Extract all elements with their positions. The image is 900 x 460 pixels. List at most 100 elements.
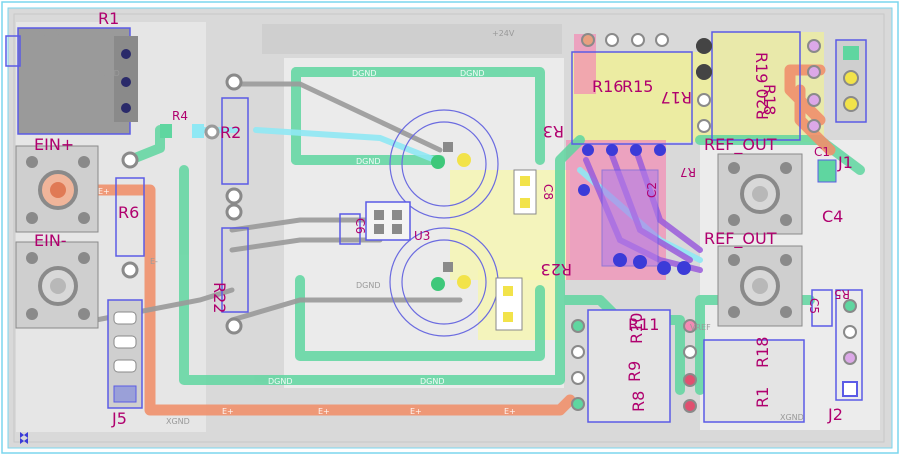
label-ref-out-bottom: REF_OUT (704, 229, 777, 249)
ic-pad-2 (633, 255, 647, 269)
r5-pin-2 (843, 325, 857, 339)
u3-body (365, 201, 411, 241)
r5-pin-3 (843, 351, 857, 365)
bb-pad-3 (571, 371, 585, 385)
label-c4: C4 (822, 207, 843, 226)
bb-pad-5 (683, 319, 697, 333)
label-j1: J1 (837, 153, 853, 172)
r4-pad-right (192, 124, 204, 138)
r1-body (17, 27, 131, 135)
r22-pin-top (225, 203, 243, 221)
c3-pad-2 (503, 312, 513, 322)
r16-r20-bank (711, 31, 801, 141)
label-c2: C2 (645, 182, 659, 198)
origin-marker (20, 432, 28, 444)
label-r19: R19 (752, 52, 771, 83)
j1-pin-3 (843, 96, 859, 112)
label-r3: R3 (543, 122, 564, 141)
net-dgnd-2: DGND (460, 69, 485, 78)
net-dgnd-5: DGND (268, 377, 293, 386)
net-eplus-3: E+ (318, 407, 330, 416)
r5-pin-1 (843, 299, 857, 313)
net-eplus-1: E+ (98, 187, 110, 196)
trj-pad-3 (697, 93, 711, 107)
cap-pad-1 (431, 155, 445, 169)
bank-pad-5 (582, 144, 594, 156)
r5-body (835, 289, 863, 401)
label-r20: R20 (753, 89, 772, 120)
r22-body (221, 227, 249, 313)
r6-body (115, 177, 145, 257)
net-xgnd-1: XGND (36, 29, 60, 38)
trj-pad-1 (696, 38, 712, 54)
bank-pad-1 (581, 33, 595, 47)
cap-pad-4 (457, 275, 471, 289)
yellow-zone-left (450, 170, 570, 280)
board-inner-frame (13, 13, 885, 443)
bottom-resistor-bank-left (587, 309, 671, 423)
bb-pad-6 (683, 345, 697, 359)
r22-pin-bottom (225, 317, 243, 335)
label-r17: R17 (661, 88, 692, 107)
label-ein-minus: EIN- (34, 231, 67, 250)
label-r4: R4 (172, 109, 188, 123)
r1-pin-1 (121, 49, 131, 59)
trj-pad-4 (697, 119, 711, 133)
label-c1: C1 (814, 145, 830, 159)
bank-pad-4 (655, 33, 669, 47)
trr-pad-1 (807, 39, 821, 53)
trj-pad-2 (696, 64, 712, 80)
via-r4 (204, 124, 220, 140)
bb-pad-4 (571, 397, 585, 411)
u3-pad-4 (392, 224, 402, 234)
j1-pin-2 (843, 70, 859, 86)
cap-square-pad-2 (443, 262, 453, 272)
c8-pad-2 (520, 198, 530, 208)
u3-pad-3 (374, 224, 384, 234)
net-xgnd-2: XGND (96, 69, 120, 78)
trr-pad-4 (807, 119, 821, 133)
label-r6: R6 (118, 203, 139, 222)
label-u3: U3 (414, 229, 430, 243)
label-r18-top: R18 (760, 84, 779, 115)
bb-pad-8 (683, 399, 697, 413)
c3-body (495, 277, 523, 331)
j2-pin (842, 381, 858, 397)
label-r23: R23 (541, 260, 572, 279)
label-c5: C5 (807, 298, 821, 314)
r1-pin-2 (121, 77, 131, 87)
u3-pad-1 (374, 210, 384, 220)
label-r22: R22 (210, 282, 229, 313)
label-r5: R5 (834, 287, 850, 301)
net-xgnd-3: XGND (166, 417, 190, 426)
r6-pin-top (121, 151, 139, 169)
label-r7: R7 (680, 165, 696, 179)
label-r1-bottom: R1 (753, 387, 772, 408)
net-dgnd-1: DGND (352, 69, 377, 78)
label-j5: J5 (111, 409, 127, 428)
label-ein-plus: EIN+ (34, 135, 74, 154)
net-vref: VREF (690, 323, 711, 332)
bb-pad-7 (683, 373, 697, 387)
ic-vref-body (601, 169, 659, 267)
ic-pad-3 (657, 261, 671, 275)
net-eplus-4: E+ (410, 407, 422, 416)
trr-pad-3 (807, 93, 821, 107)
label-ref-out-top: REF_OUT (704, 135, 777, 155)
bank-pad-6 (606, 144, 618, 156)
j1-pin-1 (843, 46, 859, 60)
net-dgnd-6: DGND (420, 377, 445, 386)
bank-pad-8 (654, 144, 666, 156)
r4-pad-left (160, 124, 172, 138)
bottom-resistor-bank-right (703, 339, 805, 423)
bank-pad-3 (631, 33, 645, 47)
label-c6: C6 (353, 218, 367, 234)
label-r15: R15 (622, 77, 653, 96)
capacitor-c8-body (389, 109, 499, 219)
ein-plus-connector (15, 145, 99, 233)
trr-pad-2 (807, 65, 821, 79)
net-eplus-5: E+ (504, 407, 516, 416)
